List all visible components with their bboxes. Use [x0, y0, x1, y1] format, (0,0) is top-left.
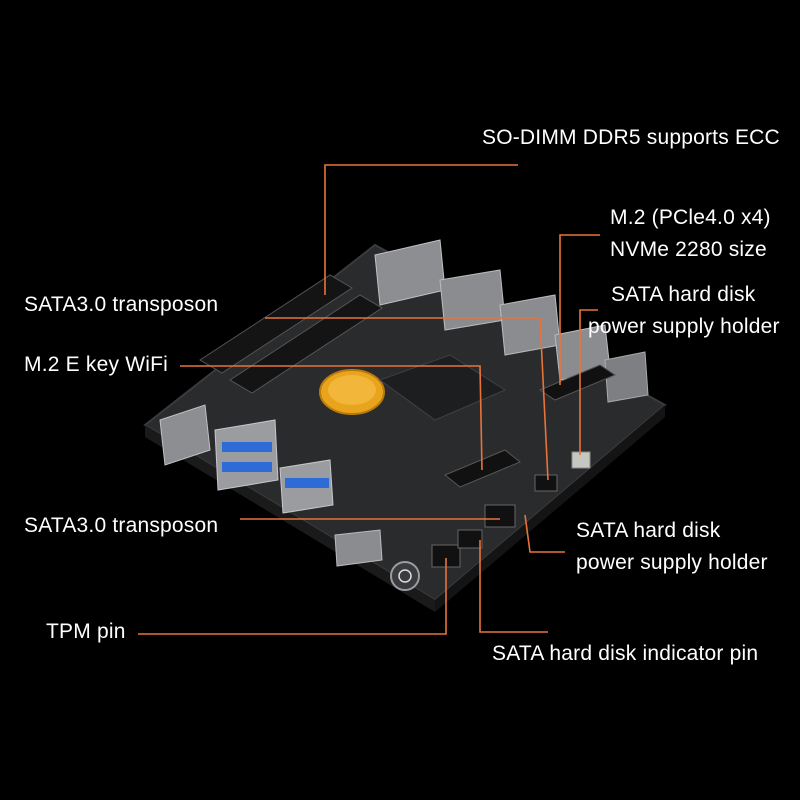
leader-sodimm — [324, 164, 518, 295]
leader-lines — [138, 164, 600, 635]
label-sata-transposon-top: SATA3.0 transposon — [24, 293, 219, 316]
sodimm-slot-2 — [229, 294, 383, 394]
label-m2-nvme-line1: M.2 (PCle4.0 x4) — [610, 206, 771, 229]
leader-tpm — [138, 558, 447, 635]
label-m2-nvme-line2: NVMe 2280 size — [610, 238, 767, 261]
label-m2-wifi: M.2 E key WiFi — [24, 353, 168, 376]
leader-m2-nvme — [559, 234, 600, 385]
power-button — [390, 561, 420, 591]
sodimm-slot-1 — [199, 274, 353, 374]
front-io-ports — [159, 404, 383, 567]
cpu-area — [378, 354, 507, 421]
label-sata-power-top-line2: power supply holder — [588, 315, 780, 338]
label-sata-transposon-bottom: SATA3.0 transposon — [24, 514, 219, 537]
label-tpm: TPM pin — [46, 620, 126, 643]
motherboard-pcb-edge-right — [435, 405, 665, 612]
leader-sata-transposon-top — [265, 317, 549, 481]
sata-power-connector — [571, 451, 591, 469]
label-sata-indicator: SATA hard disk indicator pin — [492, 642, 759, 665]
leader-m2-wifi — [180, 365, 483, 471]
rear-io-ports — [374, 239, 649, 403]
label-sodimm: SO-DIMM DDR5 supports ECC — [482, 126, 780, 149]
label-sata-power-top-line1: SATA hard disk — [611, 283, 756, 306]
leader-sata-indicator — [479, 540, 548, 633]
sata-port-2 — [534, 474, 558, 492]
indicator-header — [457, 529, 483, 549]
sata-port-1 — [484, 504, 516, 528]
label-sata-power-bottom-line2: power supply holder — [576, 551, 768, 574]
leader-sata-power-bottom — [524, 514, 565, 553]
leader-sata-power-top — [579, 309, 598, 455]
label-sata-power-bottom-line1: SATA hard disk — [576, 519, 721, 542]
